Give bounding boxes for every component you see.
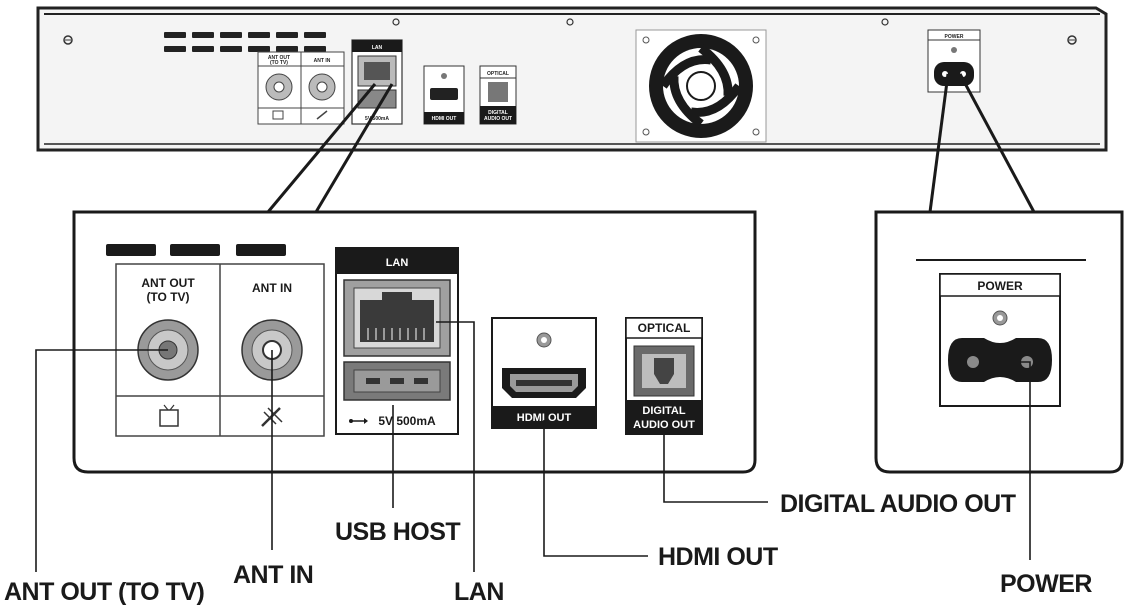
audio-out-label: AUDIO OUT — [633, 419, 695, 431]
hdmi-block: HDMI OUT — [491, 317, 597, 429]
device-lan-label: LAN — [372, 45, 383, 51]
screw-icon — [63, 35, 73, 45]
zoom-connectors — [266, 73, 1036, 213]
fan-icon — [635, 29, 767, 143]
device-power-block: POWER — [927, 29, 981, 93]
device-rear-panel: ANT OUT (TO TV) ANT IN LAN 5V 500mA HDMI… — [36, 6, 1108, 152]
hdmi-out-leader — [543, 420, 648, 557]
lan-port — [343, 279, 451, 357]
optical-port — [633, 345, 695, 397]
power-block: POWER — [939, 273, 1061, 407]
ant-out-port-sublabel: (TO TV) — [146, 290, 189, 304]
device-hdmi-label: HDMI OUT — [432, 116, 457, 122]
device-optical-block: OPTICAL DIGITAL AUDIO OUT — [479, 65, 517, 125]
callout-power: POWER — [1000, 570, 1092, 598]
optical-block: OPTICAL DIGITAL AUDIO OUT — [625, 317, 703, 435]
device-power-label: POWER — [945, 34, 964, 40]
lan-usb-block: LAN — [335, 247, 459, 435]
screw-icon — [536, 332, 552, 348]
leader-lines — [35, 321, 1031, 572]
antenna-icon — [261, 407, 283, 427]
digital-label: DIGITAL — [642, 405, 685, 417]
device-antenna-block: ANT OUT (TO TV) ANT IN — [257, 51, 345, 125]
screw-icon — [992, 310, 1008, 326]
ant-out-port-label: ANT OUT — [141, 276, 195, 290]
zoomed-power-panel: POWER — [874, 210, 1124, 474]
device-ant-out-label: ANT OUT — [268, 55, 290, 61]
hdmi-port-label: HDMI OUT — [517, 412, 572, 424]
hdmi-port — [502, 368, 586, 398]
ant-in-port-label: ANT IN — [252, 281, 292, 295]
screw-icon — [881, 18, 889, 26]
callout-lan: LAN — [454, 578, 504, 606]
usb-port — [343, 361, 451, 401]
device-digital-label: DIGITAL — [488, 110, 508, 116]
power-port-label: POWER — [977, 279, 1023, 293]
callout-hdmi-out: HDMI OUT — [658, 543, 778, 571]
lan-leader — [436, 321, 475, 572]
power-socket — [948, 338, 1052, 382]
lan-port-label: LAN — [386, 257, 409, 269]
screw-icon — [1067, 35, 1077, 45]
usb-icon — [349, 418, 368, 424]
device-optical-label: OPTICAL — [487, 71, 509, 77]
screw-icon — [566, 18, 574, 26]
callout-usb-host: USB HOST — [335, 518, 460, 546]
device-hdmi-block: HDMI OUT — [423, 65, 465, 125]
device-usb-rating: 5V 500mA — [365, 116, 389, 122]
optical-port-label: OPTICAL — [638, 321, 691, 335]
power-leader — [1000, 361, 1031, 560]
device-ant-in-label: ANT IN — [314, 58, 331, 64]
ant-out-leader — [35, 349, 168, 572]
device-audio-out-label: AUDIO OUT — [484, 116, 512, 122]
panel-vent-slots — [106, 244, 286, 256]
screw-icon — [392, 18, 400, 26]
callout-ant-out: ANT OUT (TO TV) — [4, 578, 205, 606]
callout-digital-audio-out: DIGITAL AUDIO OUT — [780, 490, 1016, 518]
usb-rating-label: 5V 500mA — [378, 414, 436, 428]
vent-slots — [164, 32, 326, 52]
tv-icon — [159, 404, 179, 427]
device-ant-out-sublabel: (TO TV) — [270, 60, 288, 66]
zoomed-connector-panel: ANT OUT (TO TV) ANT IN — [72, 210, 757, 474]
digital-audio-out-leader — [663, 432, 768, 503]
callout-ant-in: ANT IN — [233, 561, 313, 589]
